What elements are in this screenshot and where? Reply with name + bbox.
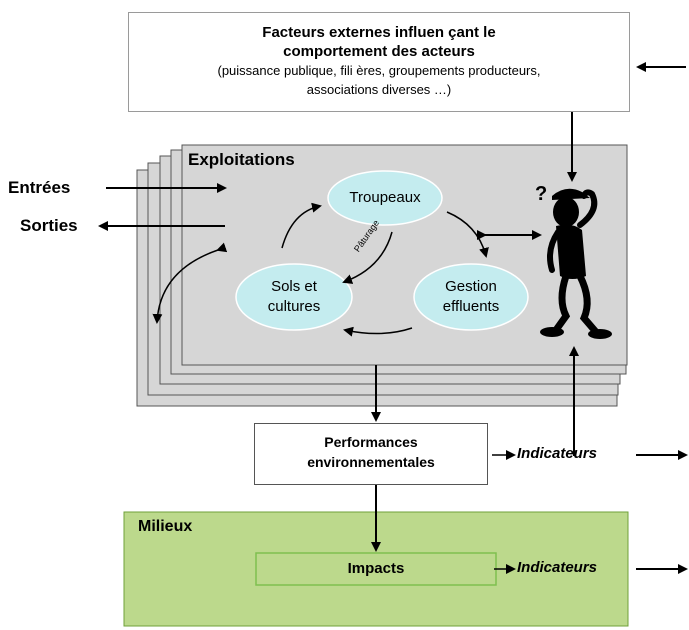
- performances-box: Performances environnementales: [254, 423, 488, 485]
- effluents-line2: effluents: [442, 298, 500, 315]
- external-factors-detail-line2: associations diverses …): [306, 82, 452, 97]
- external-factors-detail: (puissance publique, fili ères, groupeme…: [129, 61, 629, 99]
- sols-cultures-label: Sols et cultures: [236, 277, 352, 317]
- sols-line2: cultures: [267, 298, 321, 315]
- svg-text:?: ?: [535, 183, 547, 205]
- performances-line1: Performances: [324, 434, 418, 450]
- external-factors-title: Facteurs externes influen çant le compor…: [129, 23, 629, 61]
- gestion-effluents-ellipse: [413, 263, 529, 331]
- exploitations-title: Exploitations: [188, 150, 295, 169]
- arrow-paturage: [342, 231, 393, 284]
- external-factors-detail-line1: (puissance publique, fili ères, groupeme…: [217, 63, 541, 78]
- external-factors-title-line1: Facteurs externes influen çant le: [262, 24, 496, 41]
- milieux-title: Milieux: [138, 518, 193, 535]
- sorties-label: Sorties: [20, 216, 78, 235]
- impacts-indicators-label: Indicateurs: [517, 559, 598, 576]
- arrow-effluents-to-sols: [343, 326, 413, 337]
- thinking-person-icon: ?: [535, 183, 612, 339]
- impacts-box: [255, 552, 497, 586]
- gestion-effluents-label: Gestion effluents: [414, 277, 528, 317]
- troupeaux-ellipse: [327, 170, 443, 226]
- sols-line1: Sols et: [271, 278, 317, 295]
- entrees-label: Entrées: [8, 178, 71, 197]
- sols-cultures-ellipse: [235, 263, 353, 331]
- effluents-line1: Gestion: [445, 278, 497, 295]
- performances-line2: environnementales: [307, 454, 435, 470]
- external-factors-box: Facteurs externes influen çant le compor…: [128, 12, 630, 112]
- troupeaux-label: Troupeaux: [349, 189, 421, 206]
- perf-indicators-label: Indicateurs: [517, 445, 598, 462]
- impacts-label: Impacts: [347, 560, 405, 577]
- arrow-troupeaux-to-effluents: [446, 211, 489, 258]
- external-factors-title-line2: comportement des acteurs: [283, 43, 475, 60]
- arrow-sols-to-troupeaux: [281, 202, 322, 249]
- arrow-left-curve: [152, 242, 228, 324]
